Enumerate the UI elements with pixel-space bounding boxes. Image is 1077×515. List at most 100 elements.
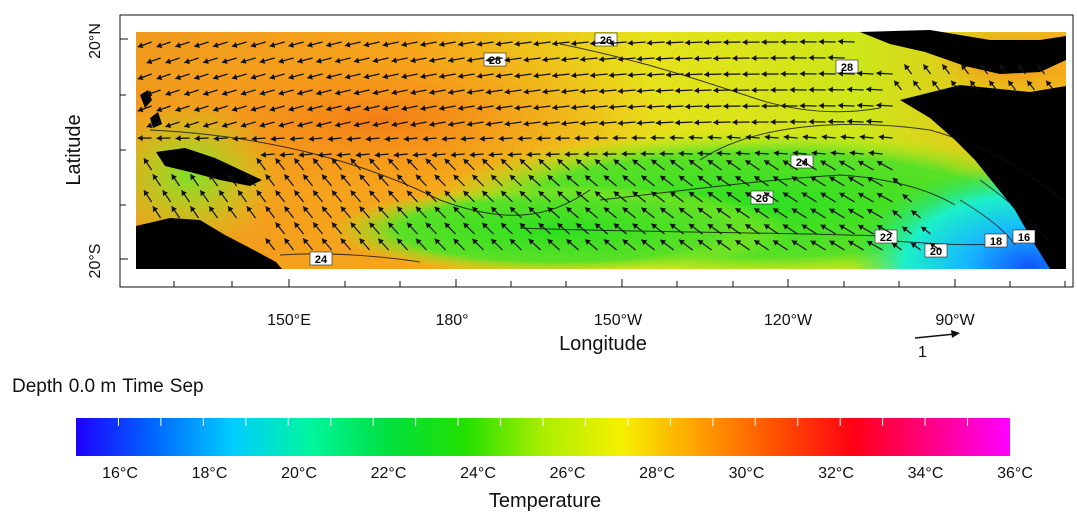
vector-arrowhead [146, 58, 153, 65]
vector-arrowhead [175, 74, 181, 80]
vector-arrowhead [632, 159, 639, 165]
vector-arrowhead [382, 41, 389, 48]
vector-arrowhead [162, 190, 168, 197]
vector-arrowhead [434, 206, 441, 213]
vector-arrowhead [533, 72, 539, 79]
contour-label: 20 [924, 243, 948, 258]
vector-arrowhead [391, 89, 397, 96]
vector-arrowhead [278, 57, 285, 64]
vector-arrowhead [799, 70, 805, 77]
vector-arrowhead [791, 208, 798, 214]
vector-arrowhead [344, 41, 351, 48]
vector-arrowhead [590, 72, 596, 79]
vector-arrowhead [335, 57, 341, 64]
vector-arrowhead [608, 104, 615, 111]
vector-arrowhead [655, 55, 661, 62]
vector-arrowhead [542, 88, 548, 95]
vector-arrowhead [942, 64, 948, 71]
vector-arrowhead [403, 135, 409, 142]
contour-label: 22 [874, 229, 898, 244]
vector-arrowhead [726, 224, 733, 230]
vector-arrowhead [707, 160, 714, 166]
vector-arrowhead [538, 191, 545, 197]
vector-arrowhead [594, 191, 601, 197]
vector-arrowhead [203, 58, 209, 64]
vector-arrowhead [542, 120, 548, 127]
vector-arrowhead [716, 176, 723, 182]
vector-arrowhead [650, 134, 656, 141]
vector-arrowhead [425, 158, 432, 165]
vector-arrowhead [275, 190, 281, 197]
vector-arrowhead [514, 72, 520, 79]
vector-arrowhead [818, 38, 824, 45]
vector-arrowhead [401, 105, 407, 112]
vector-arrowhead [491, 175, 497, 181]
vector-arrowhead [439, 41, 445, 47]
vector-arrowhead [307, 41, 313, 48]
vector-arrowhead [566, 239, 572, 245]
vector-arrowhead [590, 104, 596, 111]
vector-arrowhead [923, 64, 929, 71]
vector-arrowhead [429, 57, 435, 64]
vector-arrowhead [213, 74, 219, 80]
vector-arrowhead [617, 88, 623, 94]
vector-arrowhead [213, 42, 219, 48]
vector-arrowhead [517, 135, 523, 142]
x-tick-label: 180° [435, 312, 468, 329]
vector-arrowhead [754, 150, 760, 157]
colorbar-ticks [117, 418, 969, 426]
vector-arrowhead [598, 56, 605, 63]
vector-arrowhead [397, 238, 403, 245]
vector-arrowhead [679, 207, 685, 214]
vector-arrowhead [791, 176, 798, 182]
vector-arrowhead [773, 240, 779, 246]
vector-arrowhead [407, 190, 413, 197]
vector-arrowhead [259, 90, 266, 96]
vector-arrowhead [902, 226, 908, 233]
vector-arrowhead [363, 73, 370, 80]
vector-arrowhead [275, 222, 281, 229]
vector-arrowhead [213, 135, 219, 142]
vector-arrowhead [878, 134, 884, 141]
vector-arrowhead [359, 206, 366, 213]
vector-arrowhead [326, 41, 332, 48]
vector-arrowhead [547, 175, 554, 181]
y-tick-label: 20°S [87, 244, 104, 279]
vector-arrowhead [838, 70, 844, 77]
vector-arrowhead [265, 206, 271, 213]
vector-arrowhead [632, 223, 639, 229]
vector-arrowhead [194, 42, 200, 48]
vector-arrowhead [685, 103, 691, 110]
vector-arrowhead [547, 239, 554, 245]
vector-arrowhead [350, 190, 357, 197]
vector-arrowhead [165, 90, 172, 96]
vector-arrowhead [175, 42, 181, 48]
vector-arrowhead [156, 135, 162, 142]
vector-arrowhead [460, 135, 466, 142]
vector-arrowhead [761, 71, 767, 78]
vector-arrowhead [651, 159, 658, 166]
vector-arrowhead [911, 210, 918, 216]
vector-arrowhead [858, 160, 864, 167]
vector-arrowhead [641, 239, 648, 246]
vector-arrowhead [580, 56, 586, 63]
vector-arrowhead [576, 223, 582, 229]
vector-arrowhead [175, 106, 181, 112]
colorbar-tick-label: 26°C [550, 465, 586, 482]
vector-arrowhead [313, 158, 319, 165]
vector-arrowhead [203, 122, 209, 128]
vector-arrowhead [322, 206, 328, 213]
vector-arrowhead [143, 158, 150, 165]
vector-arrowhead [688, 191, 695, 198]
vector-arrowhead [892, 210, 899, 216]
vector-arrowhead [297, 121, 303, 128]
vector-arrowhead [745, 160, 752, 166]
contour-label: 28 [483, 52, 507, 67]
vector-arrowhead [754, 176, 760, 182]
depth-label: Depth [12, 376, 63, 397]
vector-arrowhead [463, 190, 470, 197]
vector-arrowhead [344, 105, 351, 112]
vector-arrowhead [232, 135, 238, 142]
colorbar-tick-label: 20°C [281, 465, 317, 482]
vector-arrowhead [450, 151, 456, 158]
